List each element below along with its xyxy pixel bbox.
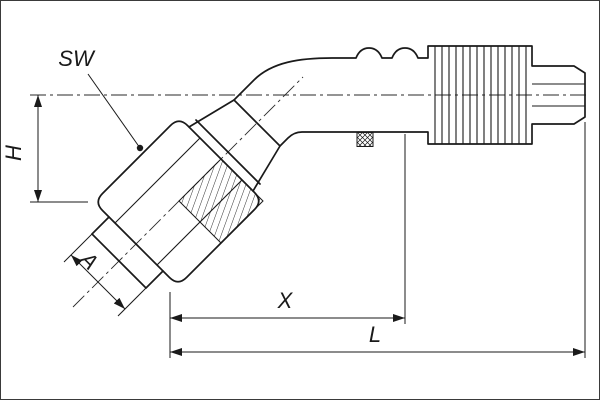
- sw-label: SW: [58, 46, 96, 71]
- elbow-tube-outline: [233, 45, 586, 147]
- dimension-sw: SW: [58, 46, 144, 152]
- oring-square: [356, 132, 374, 147]
- section-hatch: [178, 158, 264, 244]
- dimension-x: X: [170, 134, 406, 324]
- sw-leader-line: [87, 73, 141, 149]
- cone-seat: [188, 99, 281, 192]
- a-extension-line-1: [63, 233, 93, 263]
- sw-leader-dot: [136, 144, 144, 152]
- dimension-h: H: [1, 95, 88, 203]
- a-dimension-line: [70, 254, 126, 310]
- ferrule-serration-ribs: [434, 46, 527, 144]
- a-extension-line-2: [117, 287, 147, 317]
- a-label: A: [74, 245, 103, 274]
- x-label: X: [277, 288, 294, 313]
- tip-bore-lines: [532, 83, 585, 107]
- h-label: H: [1, 145, 26, 161]
- fitting-body: [91, 45, 586, 289]
- dimension-l: L: [169, 122, 586, 358]
- oring-section: [356, 132, 374, 147]
- l-label: L: [369, 322, 381, 347]
